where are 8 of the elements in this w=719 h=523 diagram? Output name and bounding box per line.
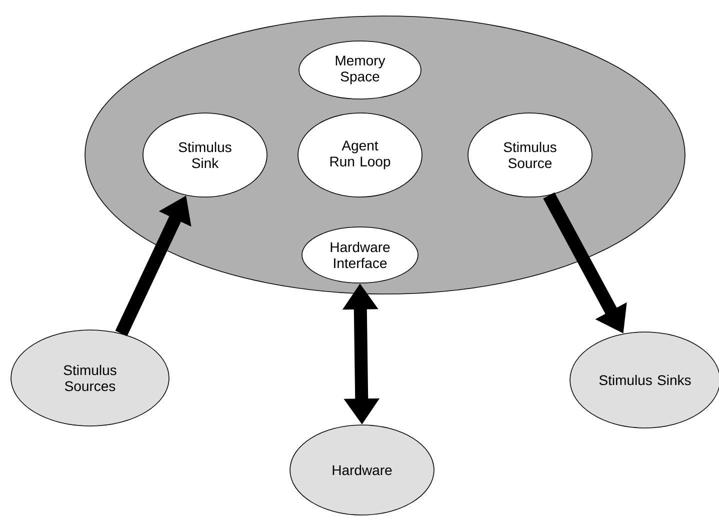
ellipse-node: Stimulus Source [468,112,592,198]
ellipse-node: Hardware Interface [302,226,418,284]
ellipse-node: Stimulus Sink [142,112,268,198]
ellipse-node: Stimulus Sinks [570,332,719,428]
ellipse-node: Stimulus Sources [10,330,170,426]
ellipse-node: Agent Run Loop [298,112,422,198]
ellipse-node: Hardware [290,424,434,516]
ellipse-node: Memory Space [298,40,422,100]
